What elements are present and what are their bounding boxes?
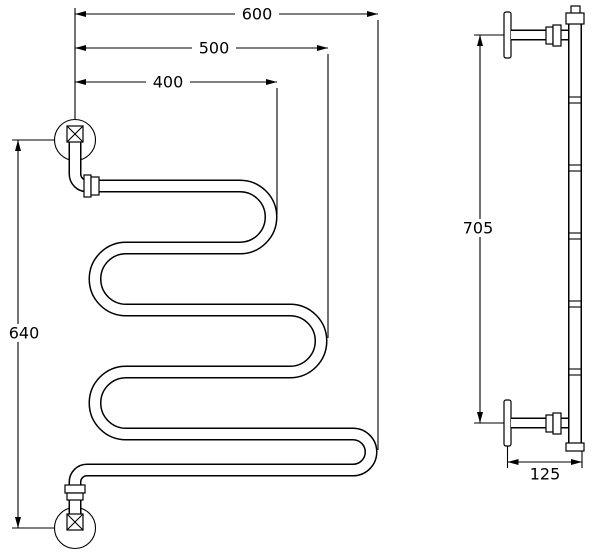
arm-union-bottom-1 xyxy=(545,414,554,433)
rail-joint-marks xyxy=(569,96,581,376)
union-nut-bottom-1 xyxy=(64,484,86,494)
dim-label-125: 125 xyxy=(530,465,561,484)
union-nut-top-2 xyxy=(90,176,100,196)
label-mask-705 xyxy=(457,219,499,237)
union-nut-bottom-2 xyxy=(66,492,84,501)
front-view: 600 500 400 640 xyxy=(3,5,379,550)
dim-label-705: 705 xyxy=(463,219,494,238)
wall-union-top xyxy=(66,125,84,143)
serpentine-pipe-fill xyxy=(70,138,376,520)
union-nut-top-1 xyxy=(83,174,92,198)
rail-top-cap xyxy=(565,12,585,25)
wall-plate-top xyxy=(503,11,512,59)
wall-union-bottom xyxy=(66,513,84,531)
arm-union-bottom-2 xyxy=(552,412,562,435)
rail-bottom-cap xyxy=(565,442,585,452)
label-mask-600 xyxy=(235,5,279,23)
dim-label-600: 600 xyxy=(242,5,273,24)
dim-label-640: 640 xyxy=(9,324,40,343)
wall-plate-bottom xyxy=(503,399,512,447)
dim-label-500: 500 xyxy=(199,39,230,58)
label-mask-400 xyxy=(146,73,190,91)
arm-union-top-2 xyxy=(552,24,562,47)
dim-label-400: 400 xyxy=(153,73,184,92)
serpentine-pipe-outline xyxy=(68,138,378,520)
label-mask-500 xyxy=(192,39,236,57)
arm-union-top-1 xyxy=(545,26,554,45)
side-view: 705 125 xyxy=(457,5,585,484)
label-mask-640 xyxy=(3,324,45,342)
